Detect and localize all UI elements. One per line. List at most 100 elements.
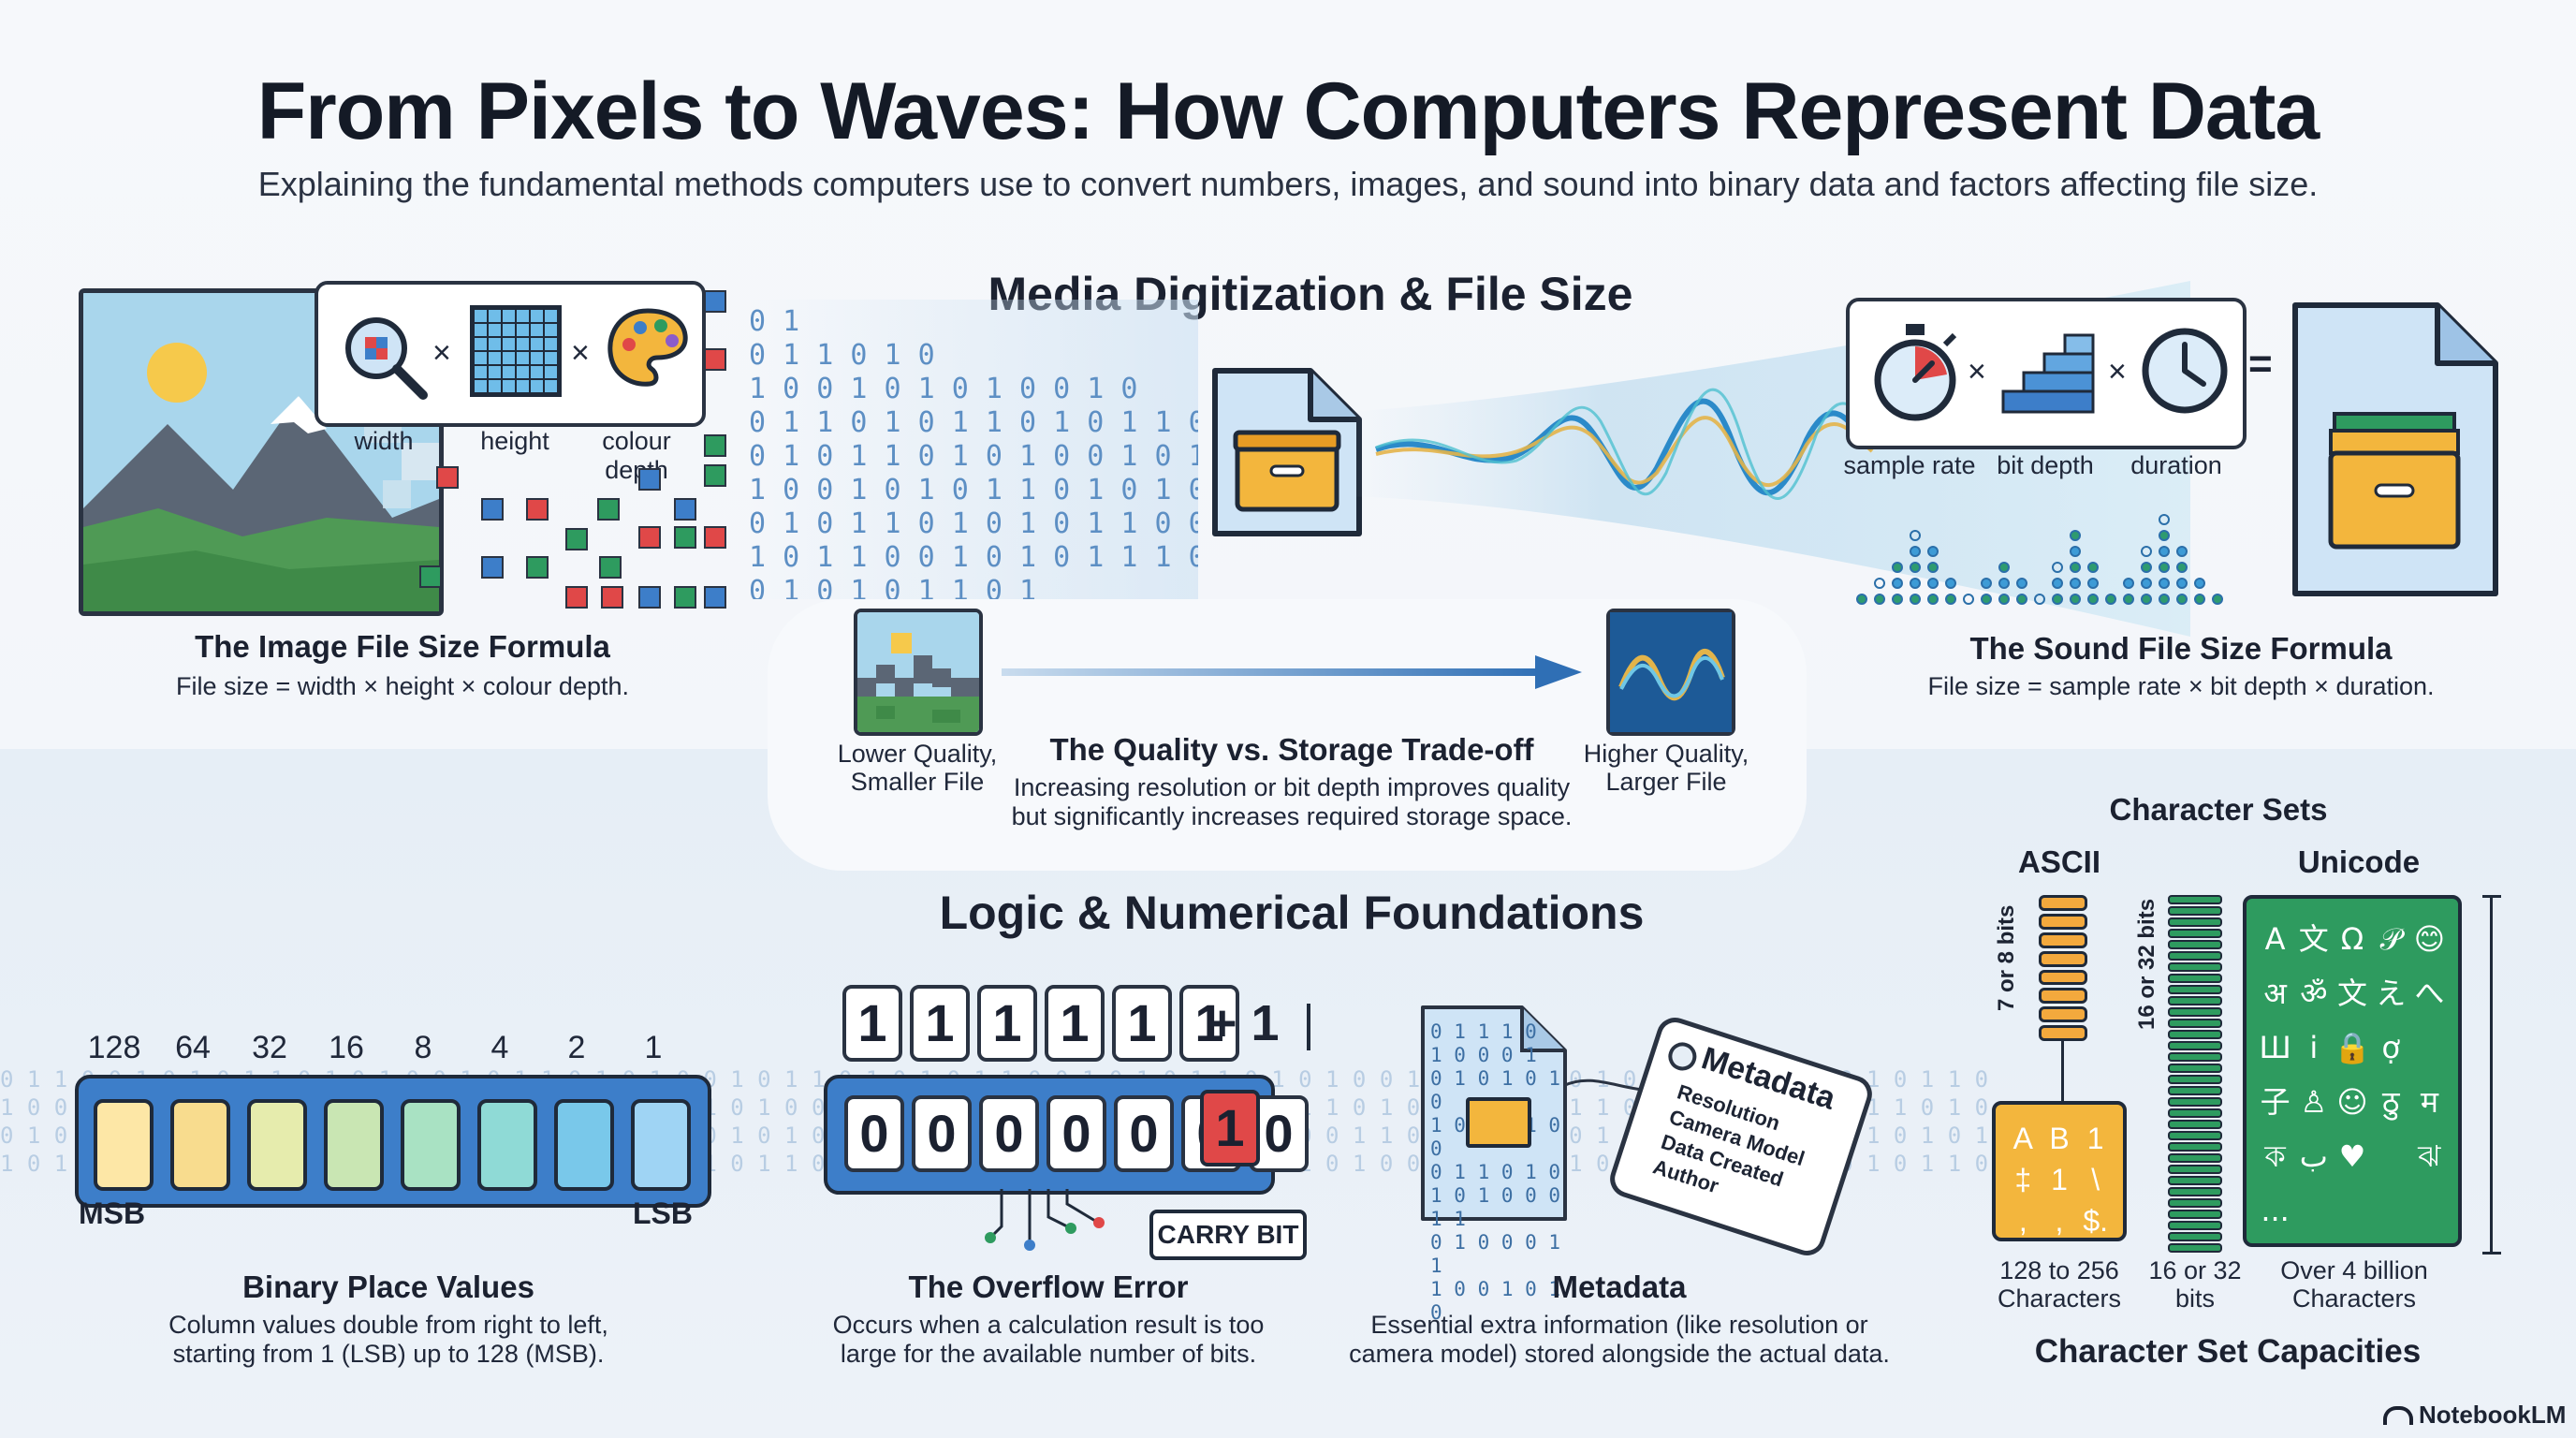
unicode-bit xyxy=(2168,1221,2222,1230)
stopwatch-icon xyxy=(1866,322,1964,430)
sample-dot xyxy=(2087,562,2099,573)
landscape-pixel-art xyxy=(83,293,439,611)
sample-dot xyxy=(1927,546,1939,557)
metadata-desc: Essential extra information (like resolu… xyxy=(1349,1311,1890,1368)
sample-dot xyxy=(2123,578,2134,589)
digit: 0 xyxy=(912,1095,972,1172)
unicode-bit xyxy=(2168,1030,2222,1039)
sample-dot xyxy=(2034,594,2045,605)
digit: 0 xyxy=(1046,1095,1106,1172)
sample-dot xyxy=(2141,578,2152,589)
unicode-bit-stack xyxy=(2168,895,2222,1262)
unicode-bit xyxy=(2168,1052,2222,1062)
unicode-char: え xyxy=(2376,976,2407,1011)
unicode-bit xyxy=(2168,1198,2222,1208)
high-quality-thumbnail xyxy=(1606,609,1735,736)
unicode-char: Ш xyxy=(2259,1030,2291,1065)
file-archive-icon xyxy=(1208,363,1367,541)
bit-cell-2 xyxy=(554,1099,614,1191)
ascii-bit xyxy=(2039,1006,2087,1023)
sample-rate-label: sample rate xyxy=(1843,451,1976,479)
sample-dot xyxy=(2176,578,2188,589)
magnifier-icon xyxy=(339,311,432,409)
sample-dot xyxy=(2123,594,2134,605)
unicode-char: अ xyxy=(2263,976,2287,1011)
sample-dot xyxy=(2070,530,2081,541)
place-values-desc: Column values double from right to left,… xyxy=(168,1311,608,1368)
data-file-icon: 0 1 1 1 0 1 0 0 0 1 0 1 0 1 0 1 0 1 0 1 … xyxy=(1419,1004,1569,1324)
ascii-bit xyxy=(2039,969,2087,986)
sample-dot xyxy=(1874,578,1885,589)
unicode-bit xyxy=(2168,1075,2222,1084)
unicode-char: 🔒 xyxy=(2334,1030,2371,1065)
unicode-char: ợ xyxy=(2381,1030,2400,1065)
pixel-landscape-image xyxy=(79,288,444,616)
unicode-bit xyxy=(2168,917,2222,927)
sample-dot xyxy=(1856,594,1867,605)
binary-stream-line: 0 1 0 1 1 0 1 0 1 0 1 1 0 0 1 0 1 0 0 1 … xyxy=(749,507,1198,540)
unicode-bit xyxy=(2168,1007,2222,1017)
unicode-bit xyxy=(2168,1019,2222,1028)
sample-dot xyxy=(2194,578,2205,589)
bit-cell-4 xyxy=(477,1099,537,1191)
sample-dot xyxy=(1963,594,1974,605)
unicode-char: Ω xyxy=(2340,921,2364,957)
unicode-char: म xyxy=(2420,1084,2438,1120)
bits-count-label: 16 or 32 bits xyxy=(2148,1256,2242,1313)
palette-icon xyxy=(603,303,693,398)
ascii-bit xyxy=(2039,988,2087,1005)
times-sign: × xyxy=(1968,354,1986,389)
unicode-bit xyxy=(2168,1243,2222,1253)
overflow-title: The Overflow Error xyxy=(908,1269,1189,1304)
msb-label: MSB xyxy=(79,1196,146,1230)
unicode-char: ⅰ xyxy=(2309,1030,2319,1065)
plus-one: + 1 xyxy=(1208,995,1280,1051)
tradeoff-arrow xyxy=(1002,655,1582,689)
place-values-title: Binary Place Values xyxy=(242,1269,534,1304)
unicode-char: 𝒫 xyxy=(2379,921,2402,957)
sample-dots-graphic xyxy=(1849,487,2242,609)
times-sign: × xyxy=(2108,354,2127,389)
file-bits: 0 1 1 1 0 1 0 0 0 1 0 1 0 1 0 1 0 1 0 1 … xyxy=(1430,1020,1561,1324)
sample-dot xyxy=(1945,594,1956,605)
place-value-labels: 128 64 32 16 8 4 2 1 xyxy=(79,1030,715,1065)
sample-dot xyxy=(2159,530,2170,541)
sample-dot xyxy=(1998,578,2010,589)
unicode-bit xyxy=(2168,996,2222,1005)
sample-dot xyxy=(2070,578,2081,589)
logic-heading: Logic & Numerical Foundations xyxy=(939,887,1645,939)
lsb-label: LSB xyxy=(633,1196,693,1230)
unicode-char: A xyxy=(2264,921,2286,957)
sample-dot xyxy=(2070,594,2081,605)
circuit-traces xyxy=(973,1189,1123,1255)
sample-dot xyxy=(1945,578,1956,589)
sample-dot xyxy=(2176,546,2188,557)
ascii-label: ASCII xyxy=(2017,844,2100,879)
high-quality-label: Higher Quality, Larger File xyxy=(1583,740,1749,796)
digit: 0 xyxy=(1114,1095,1174,1172)
unicode-bit xyxy=(2168,1041,2222,1050)
sample-dot xyxy=(2016,594,2027,605)
unicode-char xyxy=(2410,1020,2449,1075)
sample-dot xyxy=(1998,562,2010,573)
ascii-bit xyxy=(2039,895,2087,911)
sample-dot xyxy=(1910,562,1921,573)
pixel-grid-icon xyxy=(470,305,562,397)
character-sets-heading: Character Sets xyxy=(2109,792,2328,827)
unicode-bit xyxy=(2168,1232,2222,1241)
unicode-bit xyxy=(2168,1064,2222,1073)
sample-dot xyxy=(1910,578,1921,589)
scattered-pixels xyxy=(393,281,749,618)
unicode-label: Unicode xyxy=(2297,844,2421,879)
ascii-bit xyxy=(2039,932,2087,948)
unicode-count-label: Over 4 billion Characters xyxy=(2280,1256,2428,1313)
bit-cell-64 xyxy=(170,1099,230,1191)
sample-dot xyxy=(1892,562,1903,573)
unicode-char: ☺ xyxy=(2336,1084,2368,1120)
ascii-char: ‡ xyxy=(2014,1163,2032,1196)
sound-formula-desc: File size = sample rate × bit depth × du… xyxy=(1927,672,2435,700)
